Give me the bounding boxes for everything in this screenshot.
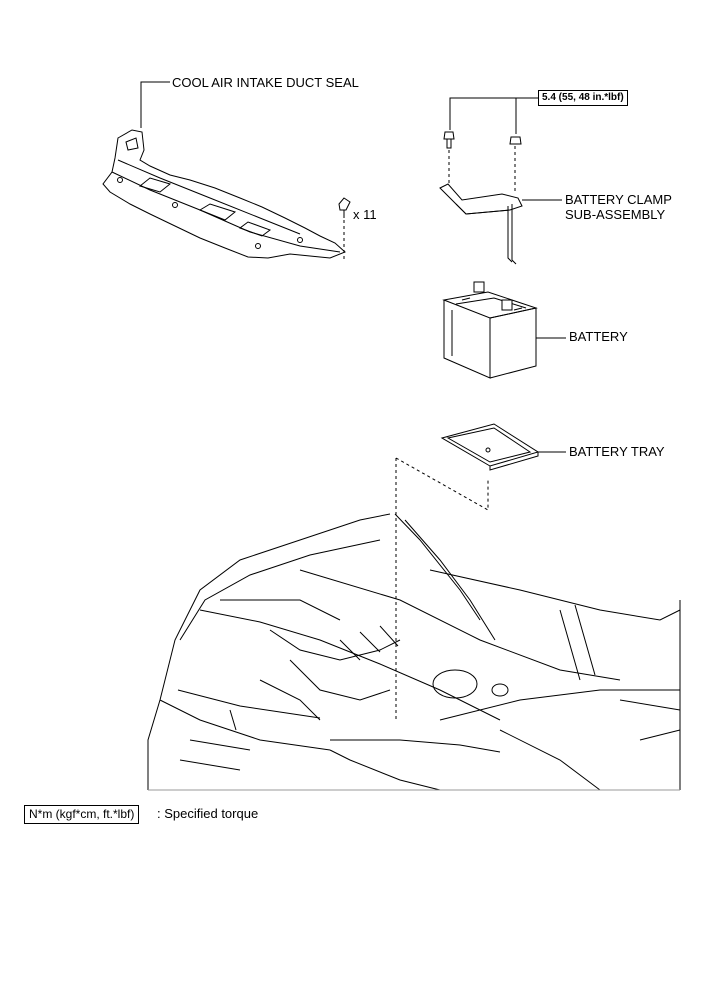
torque-spec-box: 5.4 (55, 48 in.*lbf) <box>538 90 628 106</box>
label-battery: BATTERY <box>569 329 628 344</box>
battery <box>444 282 536 378</box>
cool-air-intake-duct-seal <box>103 130 345 258</box>
nut-right <box>510 137 521 194</box>
clip <box>339 198 350 260</box>
label-clip-count: x 11 <box>353 207 377 222</box>
label-cool-air-intake-duct-seal: COOL AIR INTAKE DUCT SEAL <box>172 75 359 90</box>
label-battery-clamp-line2: SUB-ASSEMBLY <box>565 207 666 222</box>
battery-tray <box>442 424 538 470</box>
vehicle-engine-bay <box>148 514 680 790</box>
battery-clamp <box>440 184 522 264</box>
label-battery-tray: BATTERY TRAY <box>569 444 665 459</box>
legend-unit-box: N*m (kgf*cm, ft.*lbf) <box>24 805 140 824</box>
bolt-left <box>444 132 454 186</box>
label-battery-clamp-line1: BATTERY CLAMP <box>565 192 672 207</box>
torque-leader <box>450 98 538 134</box>
leader-line-cool-air-seal <box>141 82 170 128</box>
position-lines <box>396 458 488 720</box>
legend-description: : Specified torque <box>157 806 259 821</box>
